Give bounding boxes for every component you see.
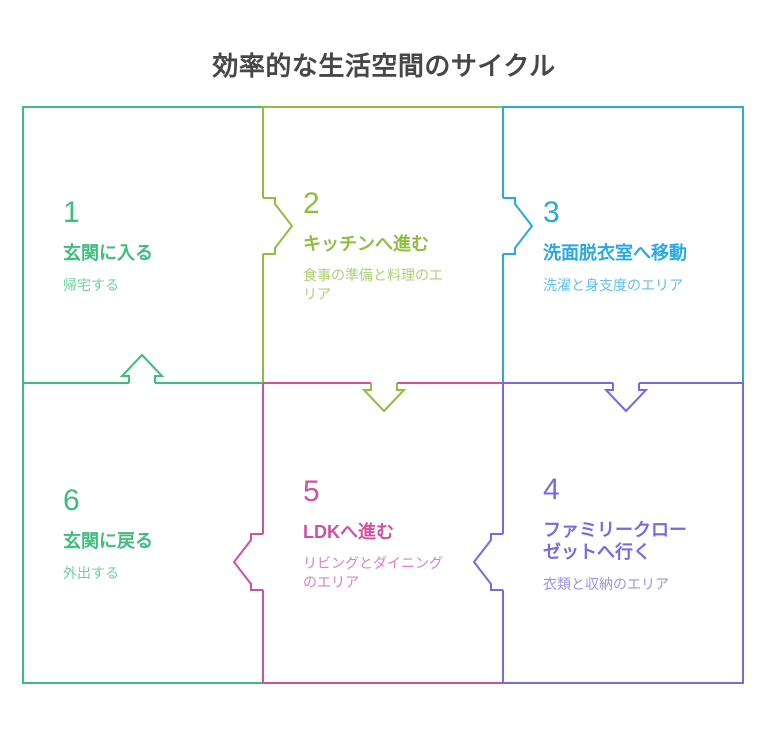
arrow-left-4-5-icon <box>472 533 503 591</box>
cell-1-6-outline <box>22 106 263 684</box>
step-cell-3: 3 洗面脱衣室へ移動 洗濯と身支度のエリア <box>543 107 688 383</box>
step-number: 4 <box>543 472 560 506</box>
arrow-right-1-2-icon <box>263 197 294 255</box>
step-number: 2 <box>303 186 320 220</box>
arrow-down-3-4-icon <box>603 383 649 413</box>
step-subtitle: 食事の準備と料理のエリア <box>303 267 443 302</box>
step-cell-2: 2 キッチンへ進む 食事の準備と料理のエリア <box>303 107 448 383</box>
step-subtitle: 外出する <box>63 564 119 581</box>
step-number: 1 <box>63 196 80 230</box>
step-subtitle: 衣類と収納のエリア <box>543 575 669 592</box>
arrow-right-2-3-icon <box>503 197 534 255</box>
cell-4-border <box>502 382 744 684</box>
step-title: 洗面脱衣室へ移動 <box>543 243 687 264</box>
step-subtitle: リビングとダイニングのエリア <box>303 555 443 590</box>
step-subtitle: 帰宅する <box>63 276 119 293</box>
step-cell-4: 4 ファミリークローゼットへ行く 衣類と収納のエリア <box>543 383 688 683</box>
cell-3-border <box>502 106 744 383</box>
cell-5-border <box>262 382 503 684</box>
step-cell-6: 6 玄関に戻る 外出する <box>63 383 208 683</box>
arrow-down-2-5-icon <box>361 383 407 413</box>
step-number: 6 <box>63 484 80 518</box>
arrow-up-6-1-icon <box>119 353 165 383</box>
step-subtitle: 洗濯と身支度のエリア <box>543 276 683 293</box>
step-title: キッチンへ進む <box>303 233 429 254</box>
step-cell-1: 1 玄関に入る 帰宅する <box>63 107 208 383</box>
step-number: 5 <box>303 474 320 508</box>
step-title: 玄関に入る <box>63 243 153 264</box>
step-title: 玄関に戻る <box>63 531 153 552</box>
diagram-title: 効率的な生活空間のサイクル <box>212 51 556 81</box>
cell-2-border <box>262 106 503 383</box>
step-cell-5: 5 LDKへ進む リビングとダイニングのエリア <box>303 383 448 683</box>
step-title: ファミリークローゼットへ行く <box>543 519 687 563</box>
arrow-left-5-6-icon <box>232 533 263 591</box>
step-number: 3 <box>543 196 560 230</box>
step-title: LDKへ進む <box>303 521 394 542</box>
